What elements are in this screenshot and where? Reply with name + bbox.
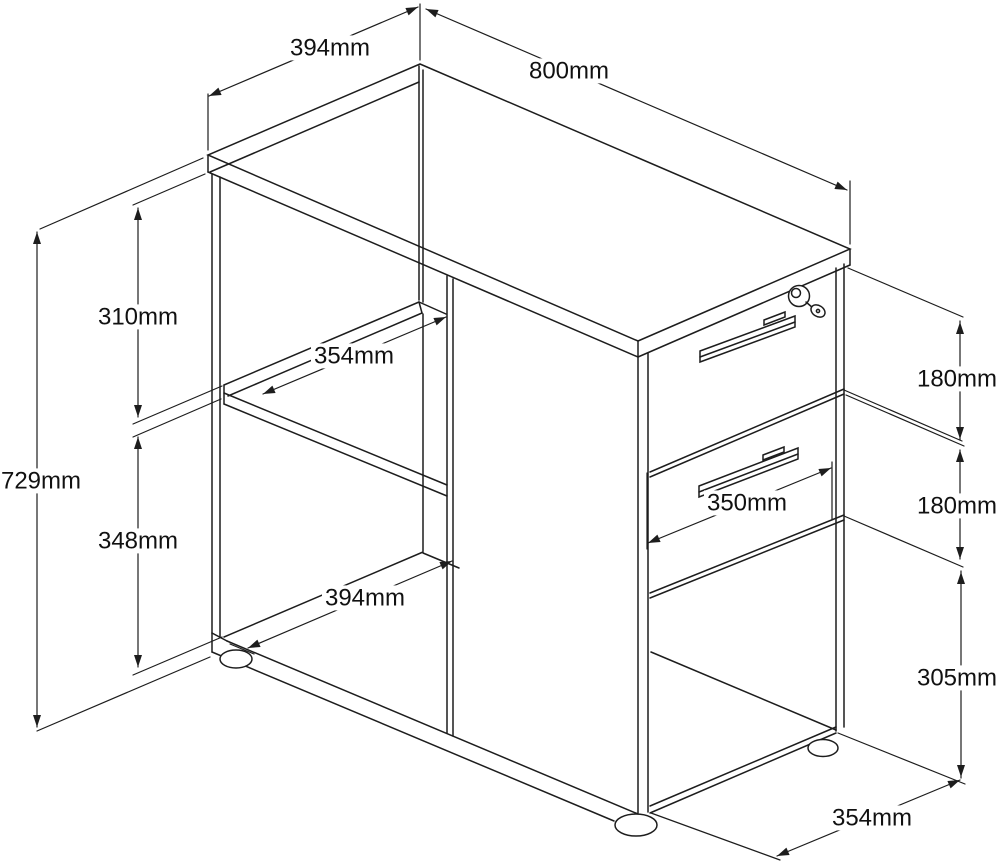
base-rail-front <box>212 641 638 821</box>
dimension-label-upper-compartment: 310mm <box>94 304 182 330</box>
drawer-handle-middle <box>699 447 798 497</box>
dimension-label-top-width: 800mm <box>525 58 613 84</box>
dimension-label-overall-height: 729mm <box>0 468 85 494</box>
dimension-label-base-depth: 354mm <box>828 805 916 831</box>
top-panel <box>208 64 850 357</box>
drawer-handle-top <box>700 312 795 362</box>
dimension-label-drawer-width: 350mm <box>703 490 791 516</box>
foot-right <box>808 740 838 757</box>
dimension-label-lower-compartment: 348mm <box>94 528 182 554</box>
dimension-label-shelf-depth: 354mm <box>310 343 398 369</box>
dimension-label-second-drawer: 180mm <box>913 493 1000 519</box>
drawer-unit <box>638 264 844 813</box>
foot-left <box>220 650 252 668</box>
dimension-label-open-recess: 305mm <box>913 665 1000 691</box>
divider-panel <box>447 276 453 736</box>
dimension-label-bottom-shelf-depth: 394mm <box>321 585 409 611</box>
lock-icon <box>789 286 828 320</box>
dimension-label-top-drawer: 180mm <box>913 366 1000 392</box>
left-side-panel <box>212 174 227 652</box>
dimension-label-top-depth: 394mm <box>286 35 374 61</box>
cabinet-interior-lines <box>210 66 836 730</box>
foot-front <box>615 814 657 836</box>
